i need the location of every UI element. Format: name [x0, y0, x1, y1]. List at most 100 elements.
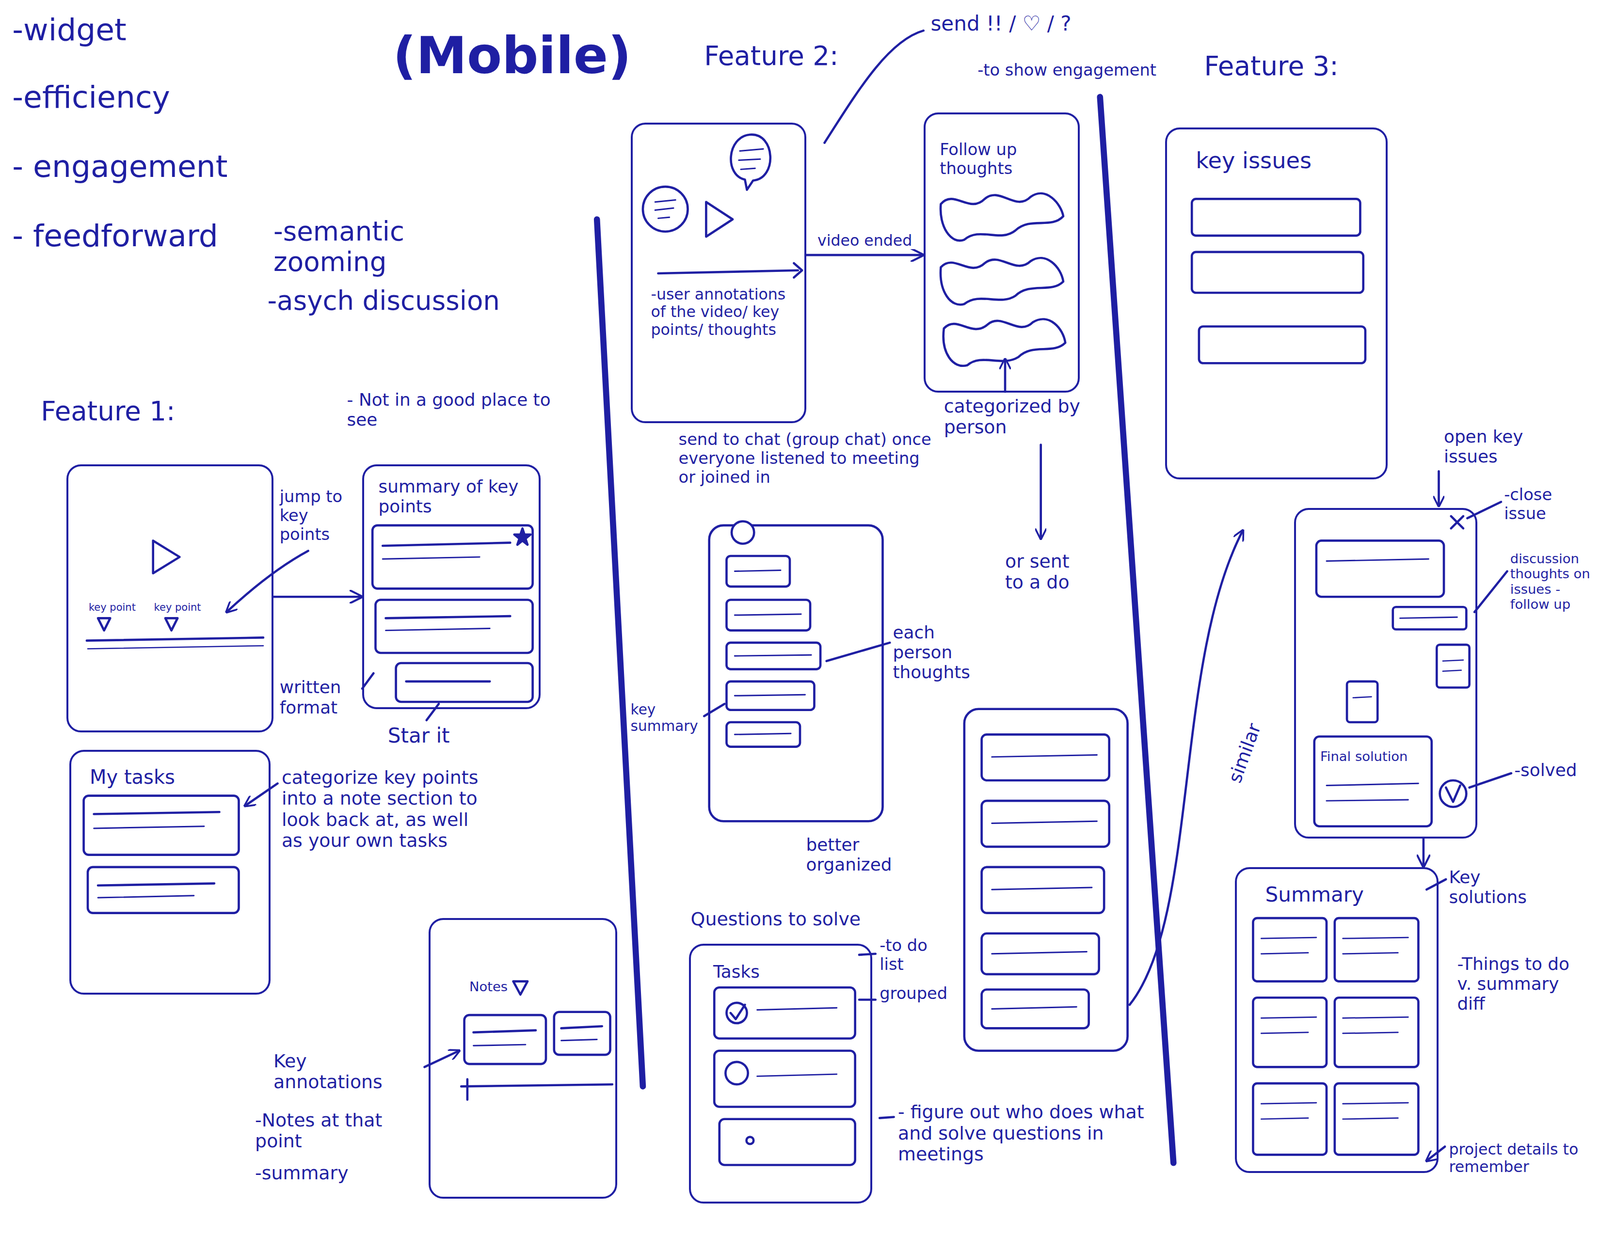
issue-cards [1191, 198, 1360, 236]
key-point-cards [385, 628, 491, 631]
handwritten-note: -semantic zooming [273, 216, 478, 278]
handwritten-note: -to do list [879, 936, 957, 975]
task-cards [94, 826, 205, 829]
list-phone-sketch [964, 709, 1128, 1052]
issue-discussion-sketch [1326, 559, 1429, 561]
handwritten-note: -Things to do v. summary diff [1456, 954, 1575, 1014]
issue-discussion-sketch [1316, 540, 1444, 597]
key-point-cards [396, 663, 533, 703]
chat-phone-sketch [726, 722, 800, 748]
list-phone-sketch [981, 800, 1110, 848]
handwritten-note: Feature 1: [40, 396, 245, 427]
leader-arrow [1474, 571, 1507, 613]
list-phone-sketch [992, 754, 1098, 757]
screen-heading: Final solution [1320, 749, 1435, 765]
issue-discussion-sketch [1436, 644, 1470, 688]
handwritten-note: open key issues [1443, 426, 1562, 467]
issue-discussion-sketch [1442, 660, 1464, 672]
handwritten-note: send !! / ♡ / ? [930, 12, 1135, 36]
task-cards [97, 896, 194, 898]
handwritten-note: better organized [806, 834, 924, 875]
handwritten-note: Feature 3: [1203, 50, 1408, 82]
handwritten-note: -widget [12, 12, 319, 48]
chat-phone-sketch [709, 521, 883, 822]
chat-phone-sketch [731, 521, 754, 544]
handwritten-note: written format [279, 677, 360, 718]
chat-phone-sketch [734, 733, 791, 735]
summary-grid [1334, 918, 1419, 982]
handwritten-note: -to show engagement [977, 61, 1182, 80]
task-rows [714, 1051, 855, 1108]
leader-arrow [1004, 359, 1007, 392]
video-player-sketch [153, 540, 180, 574]
leader-arrow [859, 954, 876, 956]
handwritten-note: categorize key points into a note sectio… [281, 767, 486, 852]
video-player-sketch [87, 645, 264, 649]
list-phone-sketch [992, 887, 1092, 890]
leader-arrow [824, 30, 924, 144]
leader-arrow [879, 1117, 894, 1119]
summary-grid [1334, 1083, 1419, 1155]
task-rows [730, 1005, 745, 1020]
note-cards [561, 1040, 598, 1041]
summary-grid [1261, 937, 1317, 955]
chat-phone-sketch [734, 655, 812, 656]
summary-grid [1261, 1017, 1317, 1034]
note-cards [473, 1044, 526, 1046]
summary-grid [1252, 918, 1327, 982]
screen-text: Tasks [713, 961, 836, 982]
summary-grid [1334, 997, 1419, 1068]
screen-heading: Summary [1264, 883, 1419, 907]
feature-divider [596, 219, 643, 1087]
issue-discussion-sketch [1314, 516, 1470, 827]
handwritten-note: or sent to a do [1005, 551, 1087, 594]
chat-phone-sketch [709, 525, 883, 822]
issue-discussion-sketch [1400, 617, 1458, 619]
summary-grid [1252, 1083, 1327, 1155]
phone-screen: key pointkey point [66, 464, 274, 734]
video-player-sketch [86, 637, 264, 641]
leader-arrow [1467, 501, 1501, 519]
handwritten-note: -efficiency [12, 79, 319, 115]
task-cards [83, 796, 240, 914]
chat-phone-sketch [734, 694, 805, 696]
note-cards [554, 1012, 611, 1056]
handwritten-note: send to chat (group chat) once everyone … [678, 430, 934, 487]
summary-grid [1252, 918, 1419, 1155]
handwritten-note: Feature 2: [704, 40, 909, 72]
handwritten-note: grouped [879, 984, 957, 1004]
note-cards [461, 1084, 612, 1087]
thought-clouds [940, 257, 1064, 305]
video-player-sketch [97, 618, 111, 631]
screen-heading: key point [88, 601, 153, 614]
video-player-sketch [86, 540, 264, 649]
list-phone-sketch [992, 821, 1098, 824]
chat-phone-sketch [734, 570, 781, 572]
feature-divider [596, 96, 1174, 1164]
key-point-cards [372, 525, 533, 703]
issue-cards [1191, 252, 1364, 293]
thought-clouds [940, 193, 1064, 241]
summary-grid [1343, 937, 1409, 955]
key-point-cards [382, 557, 480, 560]
handwritten-note: key summary [630, 702, 703, 736]
flow-arrow [806, 254, 924, 257]
handwritten-note: -close issue [1504, 485, 1591, 524]
annotated-video-sketch [793, 263, 802, 278]
key-point-cards [375, 600, 533, 654]
handwritten-note: categorized by person [944, 396, 1088, 439]
screen-heading: -user annotations of the video/ key poin… [650, 285, 799, 339]
issue-discussion-sketch [1326, 783, 1419, 801]
list-phone-sketch [981, 933, 1100, 975]
chat-phone-sketch [726, 642, 821, 670]
phone-screen: Summary [1234, 867, 1440, 1174]
key-point-cards [385, 616, 511, 619]
phone-screen: key issues [1165, 127, 1388, 480]
issue-cards [1191, 198, 1366, 364]
phone-screen: summary of key points [362, 464, 541, 710]
sketch-art [83, 30, 1512, 1166]
handwritten-note: jump to key points [279, 487, 360, 544]
key-point-cards [382, 543, 511, 546]
task-rows [726, 1003, 747, 1024]
handwritten-note: Key annotations [273, 1051, 422, 1094]
